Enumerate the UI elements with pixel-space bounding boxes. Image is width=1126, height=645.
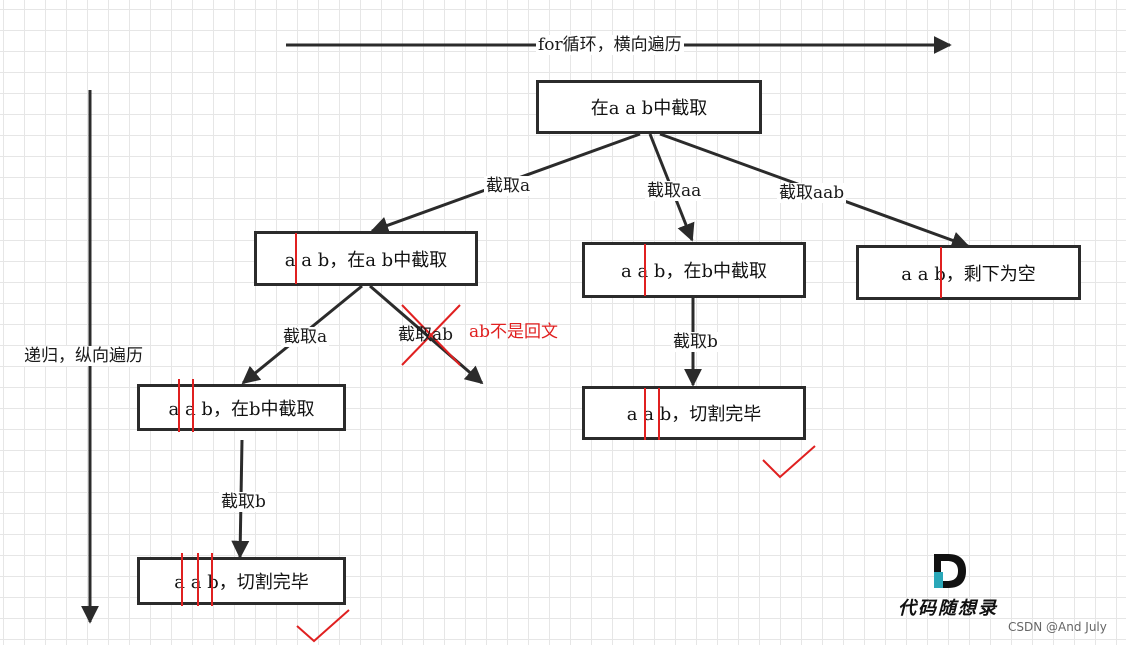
node-l2-left: a a b，在b中截取 xyxy=(137,384,346,431)
edge-label-root-left: 截取a xyxy=(484,176,533,196)
edge-label-root-mid: 截取aa xyxy=(645,181,704,201)
vertical-axis-label: 递归，纵向遍历 xyxy=(22,346,145,366)
edge-l1left-right xyxy=(369,284,484,385)
logo-text: 代码随想录 xyxy=(898,598,998,619)
logo-d-icon xyxy=(934,554,966,588)
node-l1-mid: a a b，在b中截取 xyxy=(582,242,806,298)
node-l2-mid-label: a a b，切割完毕 xyxy=(626,404,762,425)
node-l1-mid-label: a a b，在b中截取 xyxy=(621,261,767,282)
edge-label-l1left-left: 截取a xyxy=(281,327,330,347)
edge-label-root-right: 截取aab xyxy=(777,183,847,203)
node-l1-left: a a b，在a b中截取 xyxy=(254,231,478,286)
node-root-label: 在a a b中截取 xyxy=(590,98,708,119)
node-l1-left-label: a a b，在a b中截取 xyxy=(284,249,448,271)
cross-mark-stroke-2 xyxy=(401,304,461,366)
node-l3-left-label: a a b，切割完毕 xyxy=(174,572,309,593)
brand-logo: 代码随想录 xyxy=(888,550,1008,620)
not-palindrome-annotation: ab不是回文 xyxy=(469,322,559,342)
edge-label-l2left-down: 截取b xyxy=(219,492,268,512)
edge-label-l1mid-down: 截取b xyxy=(671,332,720,352)
node-l1-right-label: a a b，剩下为空 xyxy=(901,263,1036,285)
node-l2-left-label: a a b，在b中截取 xyxy=(168,398,315,420)
csdn-watermark: CSDN @And July xyxy=(1008,620,1107,634)
node-root: 在a a b中截取 xyxy=(536,80,762,134)
node-l1-right: a a b，剩下为空 xyxy=(856,245,1081,300)
node-l2-mid: a a b，切割完毕 xyxy=(582,386,806,440)
horizontal-axis-label: for循环，横向遍历 xyxy=(536,35,684,55)
node-l3-left: a a b，切割完毕 xyxy=(137,557,346,605)
check-mark-left xyxy=(296,609,350,643)
edge-label-l1left-right: 截取ab xyxy=(398,325,454,345)
check-mark-mid xyxy=(762,445,816,479)
